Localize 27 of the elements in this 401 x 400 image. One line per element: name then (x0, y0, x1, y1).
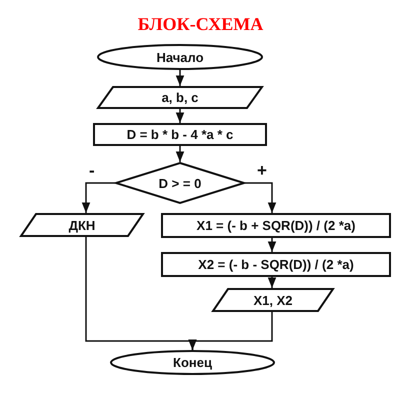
arrow (268, 277, 276, 288)
node-text: X1, X2 (253, 292, 293, 308)
arrow (188, 312, 273, 350)
start-terminal (97, 44, 263, 70)
output-parallelogram (212, 288, 334, 312)
arrow (176, 109, 184, 123)
end-terminal (110, 350, 275, 375)
node-text: X2 = (- b - SQR(D)) / (2 *a) (198, 257, 354, 272)
output-parallelogram (20, 213, 144, 237)
node-text: Конец (173, 355, 212, 370)
node-text: X1 = (- b + SQR(D)) / (2 *a) (196, 218, 356, 233)
node-text: a, b, c (162, 90, 198, 105)
diagram-title: БЛОК-СХЕМА (138, 14, 264, 34)
arrow (245, 182, 276, 213)
node-text: ДКН (68, 218, 96, 232)
process-box (161, 252, 391, 277)
process-box (93, 123, 267, 146)
decision-diamond (115, 162, 245, 204)
process-box (161, 213, 391, 238)
node-text: D > = 0 (158, 176, 202, 190)
node-text: D = b * b - 4 *a * c (126, 127, 234, 142)
arrow (176, 146, 184, 162)
node-text: Начало (156, 50, 204, 64)
arrow (82, 182, 115, 213)
arrow (268, 238, 276, 252)
arrow (176, 70, 184, 86)
input-parallelogram (97, 86, 263, 109)
